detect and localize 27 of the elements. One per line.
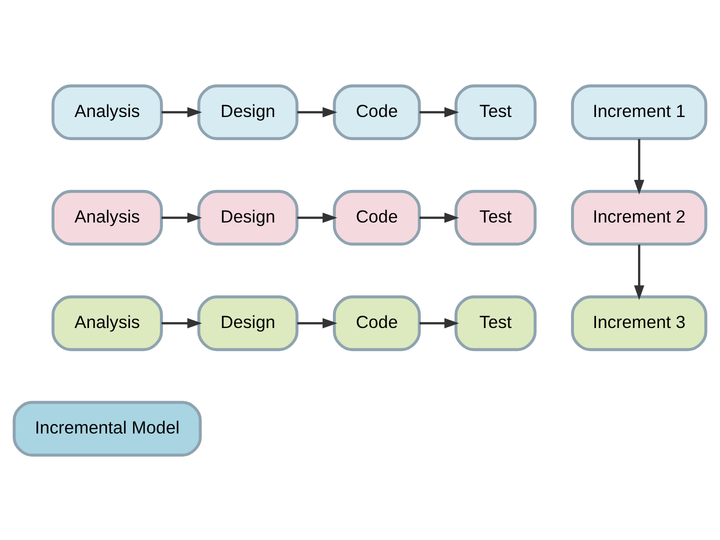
node-box: Code — [332, 294, 421, 351]
node-box: Increment 2 — [571, 189, 708, 246]
arrow — [297, 318, 338, 328]
arrow — [162, 106, 202, 117]
arrow — [420, 318, 460, 328]
node-box: Design — [197, 84, 298, 140]
node-box: Analysis — [52, 189, 163, 246]
node-box: Increment 1 — [571, 84, 708, 140]
arrow — [297, 106, 338, 117]
node-box: Analysis — [52, 84, 163, 140]
node-box: Incremental Model — [12, 400, 202, 456]
arrow — [162, 318, 202, 328]
node-box: Test — [454, 294, 537, 351]
node-box: Test — [454, 189, 537, 246]
node-box: Analysis — [52, 294, 163, 351]
arrow — [420, 106, 460, 117]
node-box: Increment 3 — [571, 294, 708, 351]
node-box: Code — [332, 84, 421, 140]
arrow — [420, 212, 460, 222]
node-box: Test — [454, 84, 537, 140]
arrow — [634, 138, 644, 194]
node-box: Design — [197, 189, 298, 246]
node-box: Code — [332, 189, 421, 246]
arrow — [297, 212, 338, 222]
arrow — [162, 212, 202, 222]
arrow — [634, 244, 644, 300]
node-box: Design — [197, 294, 298, 351]
